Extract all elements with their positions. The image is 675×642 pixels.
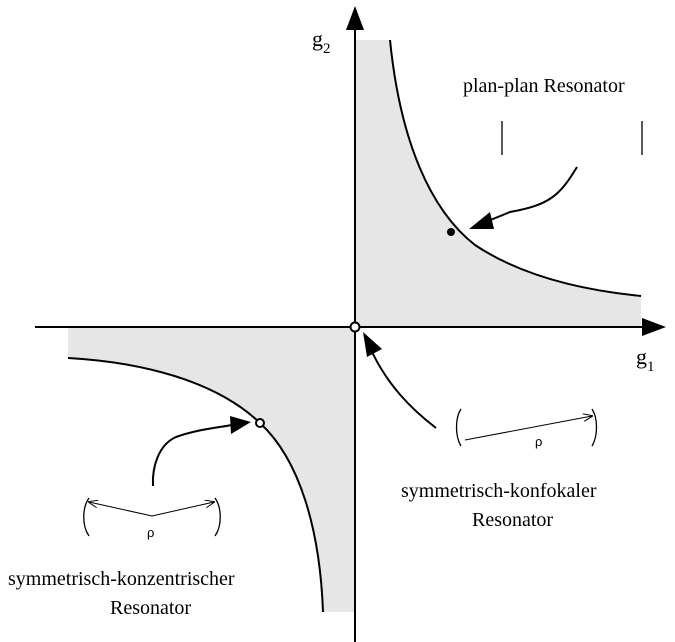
y-axis-label: g2 [312, 26, 331, 57]
konzentrisch-radius-left [89, 502, 153, 517]
konfokal-radius-arrow [464, 416, 592, 441]
konfokal-mirror-left [455, 408, 462, 447]
konzentrisch-radius-right [151, 502, 214, 517]
rho-konzentrisch: ρ [147, 525, 154, 540]
stable-region-first-quadrant [355, 40, 641, 327]
point-upper-branch [447, 228, 455, 236]
arrow-konfokal-head [363, 332, 382, 357]
y-axis-arrowhead [346, 6, 364, 30]
konzentrisch-mirror-left [83, 497, 90, 537]
arrow-plan-plan [487, 166, 578, 222]
label-plan-plan: plan-plan Resonator [463, 75, 625, 97]
label-konzentrisch-line2: Resonator [110, 597, 191, 619]
arrow-plan-plan-head [469, 212, 494, 229]
x-axis-label: g1 [636, 344, 655, 375]
hyperbola-branch-upper [389, 39, 642, 297]
konfokal-mirror-right [591, 408, 598, 447]
arrow-konfokal [371, 351, 437, 429]
arrow-konzentrisch [151, 424, 233, 487]
arrow-konzentrisch-head [230, 416, 251, 434]
stable-region-third-quadrant [68, 327, 355, 612]
x-axis-arrowhead [642, 318, 666, 336]
label-konzentrisch-line1: symmetrisch-konzentrischer [8, 568, 235, 590]
label-konfokal-line2: Resonator [472, 509, 553, 531]
point-lower-branch [255, 418, 265, 428]
point-origin [349, 321, 361, 333]
label-konfokal-line1: symmetrisch-konfokaler [401, 480, 597, 502]
rho-konfokal: ρ [535, 434, 542, 449]
konzentrisch-mirror-right [214, 497, 221, 537]
